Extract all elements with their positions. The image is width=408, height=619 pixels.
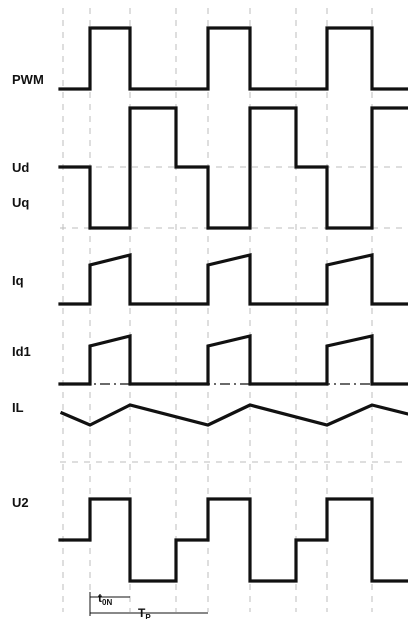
- waveform-u2: [58, 497, 408, 583]
- label-u2: U2: [12, 495, 29, 510]
- label-ud: Ud: [12, 160, 29, 175]
- time-annotations: t0N TP: [89, 591, 208, 619]
- label-id1: Id1: [12, 344, 31, 359]
- label-uq: Uq: [12, 195, 29, 210]
- waveform-iq: [58, 252, 408, 306]
- t-p-label: TP: [138, 606, 151, 619]
- label-pwm: PWM: [12, 72, 44, 87]
- horizontal-guides: [60, 166, 408, 463]
- waveform-id1: [58, 333, 408, 386]
- waveform-ud-uq: [58, 106, 408, 230]
- waveforms: [58, 26, 408, 583]
- t-on-symbol: t: [98, 591, 102, 605]
- t-p-subscript: P: [145, 613, 151, 619]
- waveform-pwm: [58, 26, 408, 91]
- t-p-symbol: T: [138, 606, 146, 619]
- t-on-subscript: 0N: [102, 598, 112, 607]
- signal-labels: PWM Ud Uq Iq Id1 IL U2: [12, 72, 44, 510]
- label-iq: Iq: [12, 273, 24, 288]
- t-on-label: t0N: [98, 591, 112, 607]
- waveform-il: [59, 403, 408, 427]
- label-il: IL: [12, 400, 24, 415]
